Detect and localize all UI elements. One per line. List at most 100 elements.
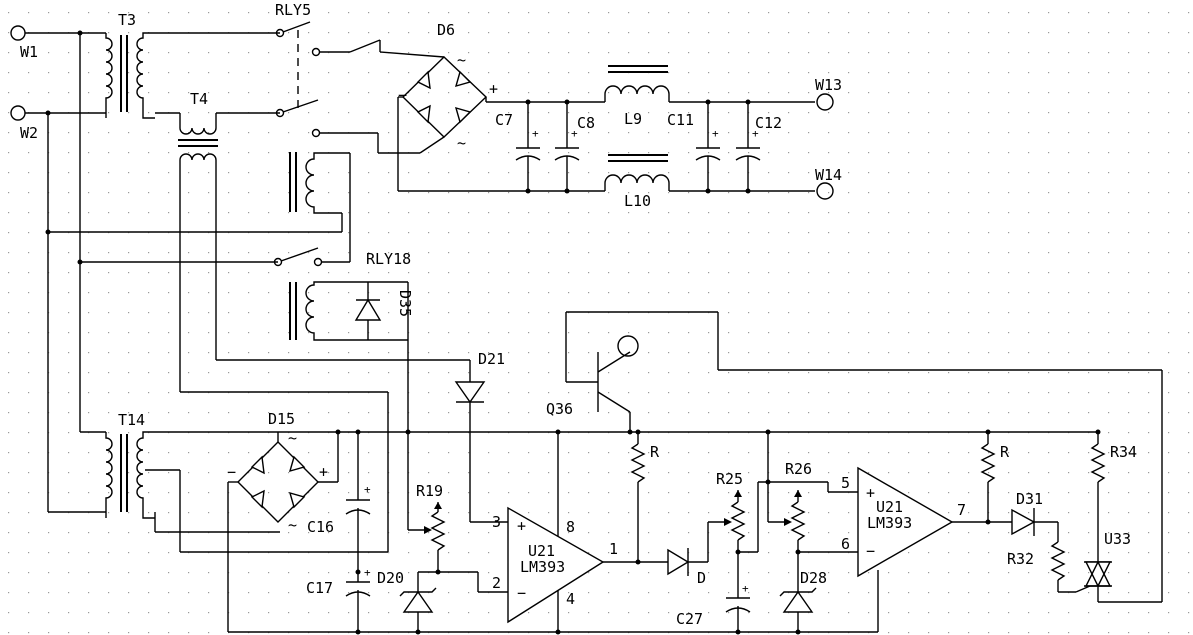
inductor-l10: L10 [604,154,815,210]
left-buses [45,30,342,513]
label-q36: Q36 [546,400,573,418]
transformer-t4: T4 [178,90,470,393]
label-d6-plus: + [489,80,498,98]
diode-d: D [667,518,732,587]
terminal-w1: W1 [10,25,106,61]
capacitor-c7: C7 + [495,99,541,194]
label-d15-plus: + [319,463,328,481]
transistor-q36: Q36 [546,311,1163,602]
label-c27: C27 [676,610,703,628]
resistor-r-output: R [980,429,1010,525]
label-pin7: 7 [957,501,966,519]
label-rly5: RLY5 [275,1,311,19]
label-c7-plus: + [532,127,539,140]
label-t4: T4 [190,90,208,108]
resistor-r32: R32 [1007,522,1076,593]
label-c7: C7 [495,111,513,129]
capacitor-c8: C8 + [554,99,595,194]
label-lm393b: LM393 [867,514,912,532]
label-r25: R25 [716,470,743,488]
label-l10: L10 [624,192,651,210]
label-r34: R34 [1110,443,1137,461]
zener-d28: D28 [779,569,827,632]
label-pin5: 5 [841,474,850,492]
label-u21b-minus: − [866,542,875,560]
label-u21b-plus: + [866,484,875,502]
transformer-t3: T3 [105,11,280,119]
label-t14: T14 [118,411,145,429]
capacitor-c27: + C27 [676,582,751,632]
zener-d20: D20 [377,569,438,632]
label-c17: C17 [306,579,333,597]
label-u33: U33 [1104,530,1131,548]
label-d6: D6 [437,21,455,39]
label-r26: R26 [785,460,812,478]
diode-d35: D35 [354,282,414,340]
label-pin4: 4 [566,590,575,608]
label-pin2: 2 [492,574,501,592]
resistor-r34: R34 [1090,432,1137,562]
diode-d21: D21 [454,350,508,523]
label-pin8: 8 [566,518,575,536]
triac-u33: U33 [1075,530,1162,603]
relay-rly18: RLY18 [273,152,411,530]
label-d31: D31 [1016,490,1043,508]
label-u21a: U21 [528,542,555,560]
label-d21: D21 [478,350,505,368]
label-d15-minus: − [227,463,236,481]
label-c8: C8 [577,114,595,132]
label-r19: R19 [416,482,443,500]
label-w1: W1 [20,43,38,61]
label-d20: D20 [377,569,404,587]
label-c8-plus: + [571,127,578,140]
capacitor-c11: C11 + [667,99,721,194]
label-d15: D15 [268,410,295,428]
label-c17-plus: + [364,566,371,579]
label-r-top: R [650,443,660,461]
label-r-right: R [1000,443,1010,461]
label-c11: C11 [667,111,694,129]
label-u21a-plus: + [517,517,526,535]
led-d31: D31 [1011,490,1058,536]
label-w14: W14 [815,166,842,184]
label-t3: T3 [118,11,136,29]
capacitor-c17: + C17 [306,392,389,632]
label-pin3: 3 [492,513,501,531]
bridge-d15: D15 ~ ~ + − [227,410,341,632]
relay-rly5: RLY5 [275,1,420,154]
label-lm393a: LM393 [520,558,565,576]
capacitor-c12: C12 + [735,99,782,194]
label-r32: R32 [1007,550,1034,568]
transformer-t14: T14 [105,411,1098,553]
label-c12-plus: + [752,127,759,140]
capacitor-c16: + C16 [307,429,371,572]
label-c16-plus: + [364,483,371,496]
terminal-w2: W2 [10,105,106,142]
label-c12: C12 [755,114,782,132]
inductor-l9: L9 [604,65,815,128]
label-l9: L9 [624,110,642,128]
comparator-u21a: + − U21 LM393 3 2 8 4 1 [492,429,668,632]
junctions [355,429,1101,635]
resistor-r19: R19 [408,482,508,593]
label-w2: W2 [20,124,38,142]
label-u21b: U21 [876,498,903,516]
label-rly18: RLY18 [366,250,411,268]
label-d: D [697,569,706,587]
resistor-r-pullup: R [630,429,660,565]
label-d6-minus: − [398,86,407,104]
label-w13: W13 [815,76,842,94]
label-c16: C16 [307,518,334,536]
label-d6-ac1: ~ [457,51,466,69]
label-d35: D35 [396,290,414,317]
label-d15-ac1: ~ [288,429,297,447]
terminal-w14: W14 [815,166,842,200]
label-c27-plus: + [742,582,749,595]
resistor-r26: R26 [765,429,858,592]
label-pin1: 1 [609,540,618,558]
label-d28: D28 [800,569,827,587]
grid [8,12,1190,634]
label-d15-ac2: ~ [288,516,297,534]
terminal-w13: W13 [815,76,842,111]
